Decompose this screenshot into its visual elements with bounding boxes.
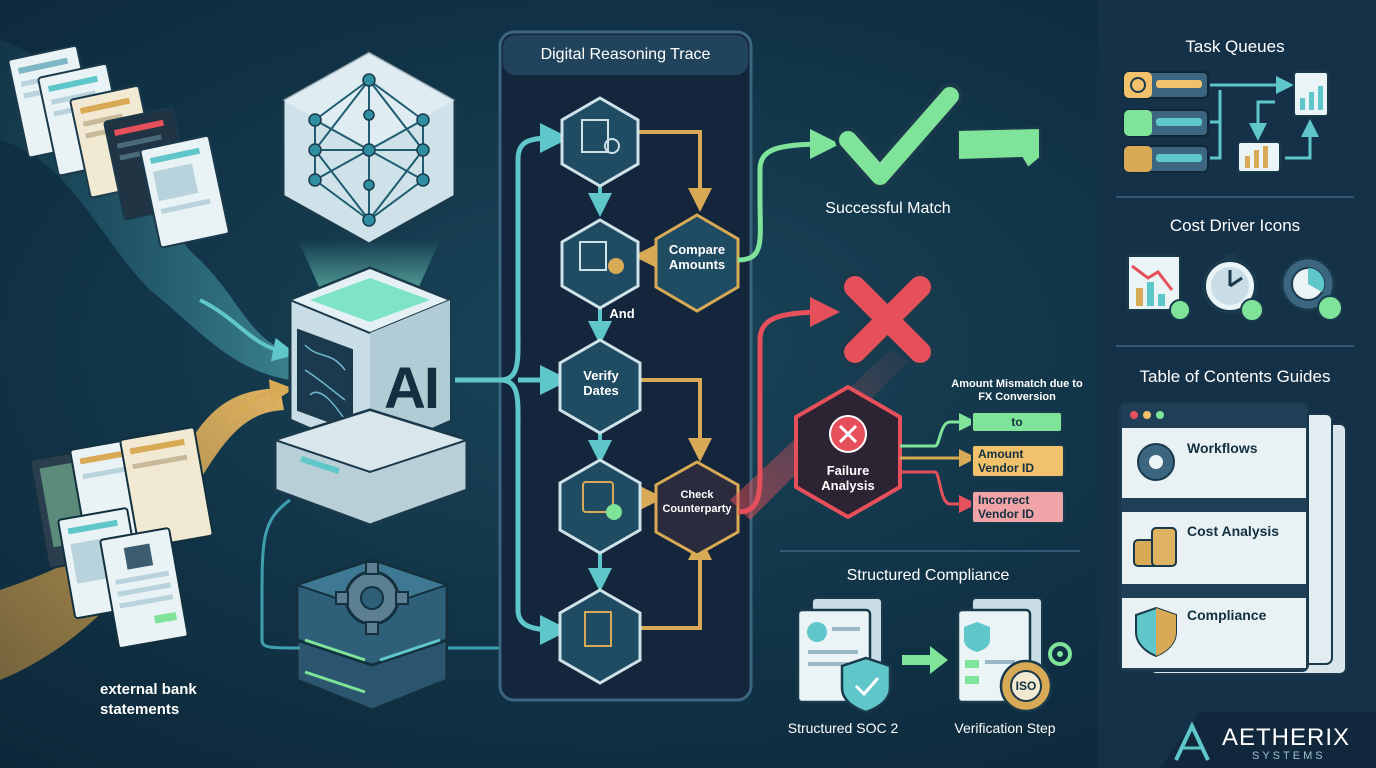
soc2-document-icon: [796, 597, 892, 714]
document-stack-icon: [7, 45, 230, 249]
and-label: And: [609, 306, 635, 321]
task-queue-illustration: [1123, 71, 1329, 173]
successful-match-label: Successful Match: [825, 200, 951, 217]
iso-badge-label: ISO: [1015, 679, 1037, 693]
brand-sub: SYSTEMS: [1252, 750, 1326, 762]
check-counterparty-label: Check Counterparty: [662, 489, 732, 515]
failure-analysis-label: Failure Analysis: [821, 463, 875, 493]
failure-x-icon: [840, 272, 935, 367]
tag-amount-vendor-label: Amount Vendor ID: [978, 447, 1035, 475]
step-hex-review: [560, 218, 640, 310]
tag-to-label: to: [1011, 415, 1023, 429]
compliance-shield-icon: [1135, 606, 1177, 658]
compare-amounts-label: Compare Amounts: [668, 242, 726, 272]
step-hex-verify-dates: [558, 338, 642, 435]
bank-statement-stack-icon: [29, 426, 214, 649]
soc2-label: Structured SOC 2: [787, 720, 899, 736]
coins-icon: [1133, 527, 1177, 567]
tag-amount-vendor: [971, 444, 1065, 478]
tag-incorrect-vendor: [971, 490, 1065, 524]
compliance-title: Structured Compliance: [846, 567, 1010, 584]
step-hex-calendar: [558, 458, 642, 555]
toc-guides-title: Table of Contents Guides: [1139, 367, 1331, 386]
failure-analysis-node: [794, 384, 902, 520]
step-hex-ledger: [558, 588, 642, 685]
tag-incorrect-vendor-label: Incorrect Vendor ID: [978, 493, 1035, 521]
task-queues-title: Task Queues: [1185, 37, 1285, 56]
cost-driver-title: Cost Driver Icons: [1169, 216, 1301, 235]
cost-trend-icon: [1127, 255, 1191, 321]
bank-statements-label: external bank statements: [100, 681, 197, 718]
verify-dates-label: Verify Dates: [583, 368, 619, 398]
aetherix-logo-icon: [1174, 721, 1210, 761]
gear-chart-icon: [1280, 256, 1343, 321]
step-hex-search: [560, 96, 640, 188]
compare-amounts-node: [654, 213, 740, 313]
brand-name: AETHERIX: [1222, 724, 1351, 751]
workflows-gear-icon: [1137, 443, 1175, 481]
server-stack-icon: [293, 558, 451, 712]
tag-to: [971, 411, 1063, 433]
mismatch-note: Amount Mismatch due to FX Conversion: [951, 378, 1083, 403]
toc-item-compliance[interactable]: Compliance: [1187, 607, 1267, 623]
toc-item-cost-analysis[interactable]: Cost Analysis: [1187, 523, 1280, 539]
neural-network-hexagon-icon: [281, 50, 457, 246]
check-counterparty-node: [654, 460, 740, 557]
stopwatch-icon: [1202, 254, 1264, 322]
toc-item-workflows[interactable]: Workflows: [1187, 440, 1258, 456]
ai-label: AI: [384, 356, 440, 421]
reasoning-trace-title: Digital Reasoning Trace: [540, 46, 711, 63]
verification-document-icon: [956, 597, 1072, 713]
verification-label: Verification Step: [954, 720, 1056, 736]
success-check-icon: [839, 87, 959, 185]
